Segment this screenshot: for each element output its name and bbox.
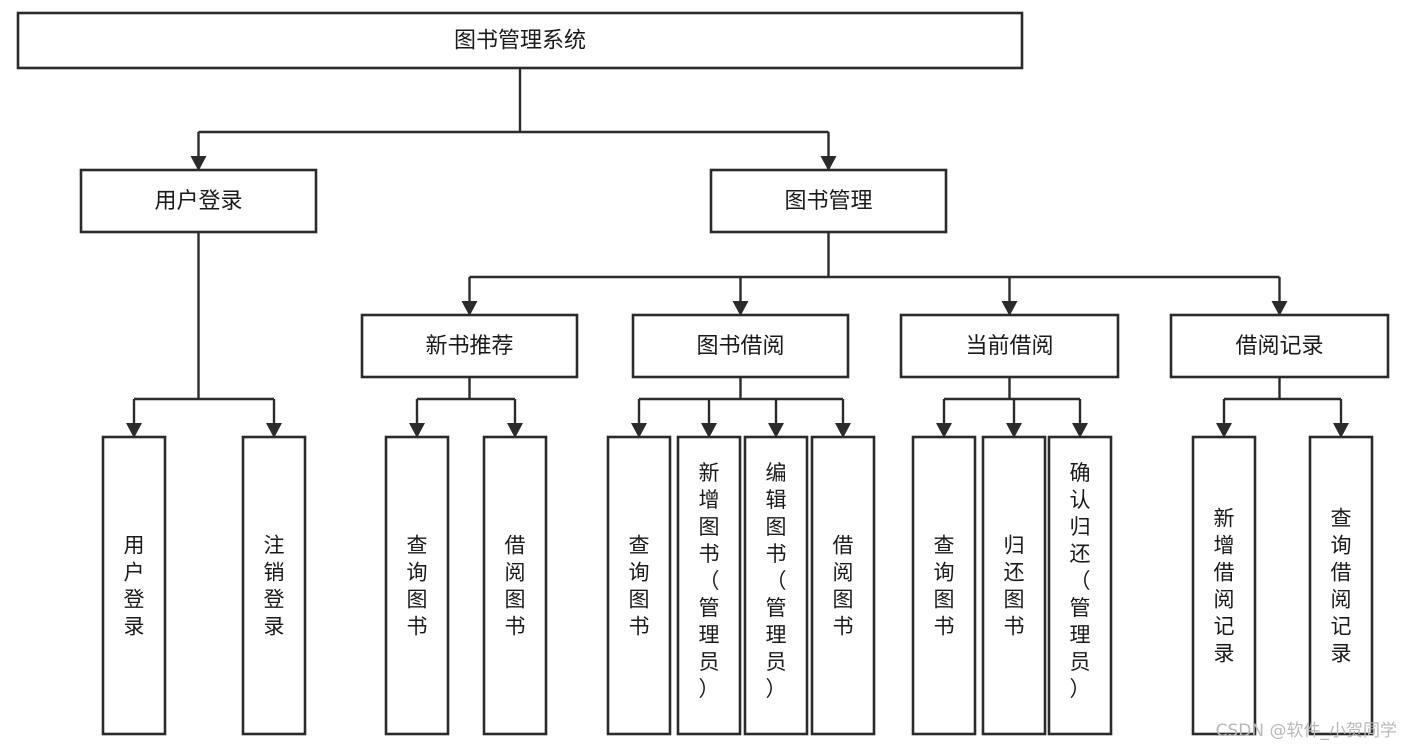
- node-borrow-record[interactable]: 借阅记录: [1169, 313, 1390, 379]
- watermark-text: CSDN @软件_小贺同学: [1215, 721, 1397, 741]
- node-box-root: [16, 11, 1024, 70]
- arrow-head-leaf-query-borrow-record: [1333, 423, 1349, 438]
- arrow-head-leaf-borrow-book-rec: [507, 423, 523, 438]
- node-box-leaf-query-borrow-record: [1308, 435, 1374, 736]
- node-leaf-query-book-rec[interactable]: 查询图书: [384, 435, 450, 736]
- node-new-book-rec[interactable]: 新书推荐: [360, 313, 579, 379]
- node-box-book-manage: [709, 168, 948, 234]
- node-box-leaf-borrow-book-rec: [482, 435, 548, 736]
- node-box-user-login: [79, 168, 318, 234]
- node-label-leaf-borrow-book-rec: 借阅图书: [505, 534, 526, 639]
- node-box-leaf-confirm-return-admin: [1047, 435, 1113, 736]
- node-box-current-borrow: [899, 313, 1120, 379]
- node-box-book-borrow: [631, 313, 850, 379]
- node-leaf-query-book-current[interactable]: 查询图书: [911, 435, 977, 736]
- node-box-leaf-query-book-borrow: [606, 435, 672, 736]
- arrow-head-current-borrow: [1001, 301, 1018, 316]
- node-user-login[interactable]: 用户登录: [79, 168, 318, 234]
- node-box-leaf-add-book-admin: [676, 435, 742, 736]
- node-box-leaf-query-book-rec: [384, 435, 450, 736]
- node-label-leaf-add-book-admin: 新增图书（管理员）: [699, 461, 720, 701]
- node-label-book-manage: 图书管理: [784, 189, 872, 214]
- nodes-layer: 图书管理系统用户登录图书管理新书推荐图书借阅当前借阅借阅记录用户登录注销登录查询…: [16, 11, 1390, 736]
- node-leaf-query-borrow-record[interactable]: 查询借阅记录: [1308, 435, 1374, 736]
- node-leaf-borrow-book-rec[interactable]: 借阅图书: [482, 435, 548, 736]
- node-label-leaf-edit-book-admin: 编辑图书（管理员）: [766, 461, 787, 701]
- node-leaf-return-book[interactable]: 归还图书: [981, 435, 1047, 736]
- node-label-new-book-rec: 新书推荐: [425, 334, 513, 359]
- node-leaf-borrow-book[interactable]: 借阅图书: [810, 435, 876, 736]
- node-label-leaf-query-book-rec: 查询图书: [407, 534, 428, 639]
- arrow-head-leaf-user-login: [126, 423, 142, 438]
- node-leaf-logout-login[interactable]: 注销登录: [241, 435, 307, 736]
- arrow-head-leaf-confirm-return-admin: [1072, 423, 1088, 438]
- node-leaf-edit-book-admin[interactable]: 编辑图书（管理员）: [743, 435, 809, 736]
- node-label-leaf-user-login: 用户登录: [124, 534, 145, 639]
- node-label-leaf-return-book: 归还图书: [1004, 534, 1025, 639]
- node-label-user-login: 用户登录: [154, 189, 242, 214]
- arrow-head-book-manage: [820, 156, 837, 171]
- arrow-head-leaf-edit-book-admin: [768, 423, 784, 438]
- arrow-head-leaf-query-book-borrow: [631, 423, 647, 438]
- arrow-head-borrow-record: [1271, 301, 1288, 316]
- node-label-leaf-query-book-current: 查询图书: [934, 534, 955, 639]
- node-leaf-add-borrow-record[interactable]: 新增借阅记录: [1191, 435, 1257, 736]
- node-label-borrow-record: 借阅记录: [1235, 334, 1323, 359]
- node-box-leaf-return-book: [981, 435, 1047, 736]
- arrow-head-leaf-borrow-book: [835, 423, 851, 438]
- arrow-head-leaf-logout-login: [266, 423, 282, 438]
- node-box-leaf-add-borrow-record: [1191, 435, 1257, 736]
- node-leaf-add-book-admin[interactable]: 新增图书（管理员）: [676, 435, 742, 736]
- node-box-leaf-logout-login: [241, 435, 307, 736]
- node-label-leaf-query-borrow-record: 查询借阅记录: [1331, 507, 1352, 666]
- node-leaf-query-book-borrow[interactable]: 查询图书: [606, 435, 672, 736]
- node-root[interactable]: 图书管理系统: [16, 11, 1024, 70]
- node-box-leaf-edit-book-admin: [743, 435, 809, 736]
- arrow-head-book-borrow: [732, 301, 749, 316]
- node-label-leaf-confirm-return-admin: 确认归还（管理员）: [1070, 461, 1091, 701]
- node-box-leaf-query-book-current: [911, 435, 977, 736]
- node-label-leaf-logout-login: 注销登录: [264, 534, 285, 639]
- node-label-book-borrow: 图书借阅: [696, 334, 784, 359]
- arrow-head-leaf-add-book-admin: [701, 423, 717, 438]
- node-label-leaf-borrow-book: 借阅图书: [833, 534, 854, 639]
- node-box-leaf-borrow-book: [810, 435, 876, 736]
- edges-layer: [126, 68, 1349, 438]
- node-leaf-confirm-return-admin[interactable]: 确认归还（管理员）: [1047, 435, 1113, 736]
- node-book-manage[interactable]: 图书管理: [709, 168, 948, 234]
- node-box-new-book-rec: [360, 313, 579, 379]
- arrow-head-leaf-query-book-current: [936, 423, 952, 438]
- arrow-head-new-book-rec: [461, 301, 478, 316]
- node-label-leaf-query-book-borrow: 查询图书: [629, 534, 650, 639]
- arrow-head-leaf-return-book: [1006, 423, 1022, 438]
- arrow-head-user-login: [190, 156, 207, 171]
- node-label-root: 图书管理系统: [454, 29, 586, 54]
- node-current-borrow[interactable]: 当前借阅: [899, 313, 1120, 379]
- arrow-head-leaf-add-borrow-record: [1216, 423, 1232, 438]
- node-book-borrow[interactable]: 图书借阅: [631, 313, 850, 379]
- node-box-leaf-user-login: [101, 435, 167, 736]
- node-box-borrow-record: [1169, 313, 1390, 379]
- node-leaf-user-login[interactable]: 用户登录: [101, 435, 167, 736]
- node-label-leaf-add-borrow-record: 新增借阅记录: [1214, 507, 1235, 666]
- node-label-current-borrow: 当前借阅: [965, 334, 1053, 359]
- arrow-head-leaf-query-book-rec: [409, 423, 425, 438]
